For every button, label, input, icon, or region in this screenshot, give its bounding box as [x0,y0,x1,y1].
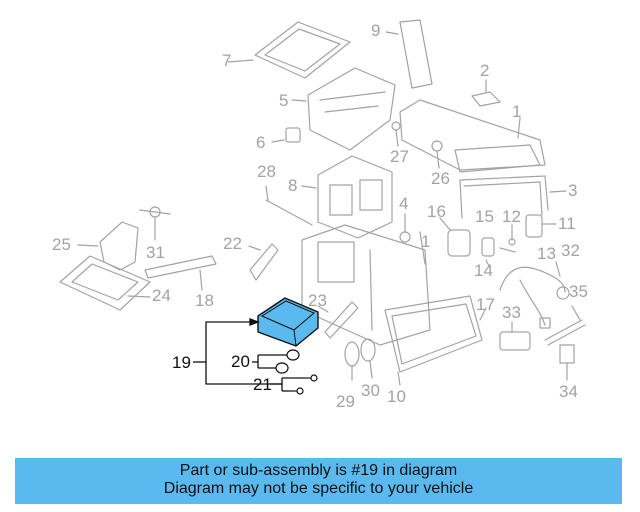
part-8-blower-housing [301,155,393,239]
callout-26: 26 [431,169,450,188]
part-31-screw [139,206,171,241]
part-16-actuator [439,217,471,257]
lower-housing [301,224,431,346]
banner-line-2: Diagram may not be specific to your vehi… [163,480,474,497]
part-14-clip [485,259,491,269]
callout-23: 23 [308,291,327,310]
part-4-screw [399,213,411,243]
callout-2: 2 [480,61,490,80]
part-19-cabin-filter[interactable] [257,297,319,347]
callout-30: 30 [361,381,380,400]
part-11-actuator [525,214,557,238]
part-1-duct [399,99,546,173]
part-35-rod [544,305,586,346]
part-32-harness [499,261,570,329]
leader-lines [193,318,302,392]
part-9-cover [385,19,433,89]
callout-16: 16 [427,202,446,221]
part-33-connector [499,321,531,351]
callout-10: 10 [387,387,406,406]
callout-14: 14 [474,261,493,280]
part-5-upper-housing [291,67,396,151]
part-23-strip [317,301,359,339]
callout-11: 11 [558,214,576,233]
part-15-sensor [481,237,495,257]
part-20-clips [275,349,300,374]
callout-20: 20 [231,352,250,371]
callout-32: 32 [561,241,580,260]
callout-19[interactable]: 19 [172,353,191,372]
part-29-disc [344,341,360,381]
callout-25: 25 [52,235,71,254]
part-28-rod [265,185,313,226]
callout-9: 9 [371,21,381,40]
callout-18: 18 [195,291,214,310]
part-2-bracket [471,79,501,107]
part-6-clip [271,127,301,143]
callout-7: 7 [222,51,232,70]
callout-29: 29 [336,392,355,411]
callout-28: 28 [257,162,276,181]
callout-24: 24 [152,286,171,305]
part-3-frame [459,175,567,219]
part-12-clip [508,224,516,246]
banner-line-1: Part or sub-assembly is #19 in diagram [179,462,458,479]
callout-5: 5 [279,91,289,110]
callout-34: 34 [559,382,578,401]
callout-12: 12 [502,207,521,226]
callout-1: 1 [512,102,522,121]
callout-17: 17 [476,295,495,314]
callout-3: 3 [568,181,578,200]
part-7-panel [227,21,351,79]
part-18-strip [144,255,217,291]
callout-27: 27 [390,147,409,166]
part-27-screw [391,121,401,147]
callout-13: 13 [537,244,556,263]
callout-15: 15 [475,207,494,226]
part-24-tray [59,255,151,311]
callout-21: 21 [253,375,272,394]
part-10-evaporator [384,295,487,386]
part-26-fastener [431,140,443,169]
part-21-screws [289,374,318,395]
part-13-clip [499,247,516,253]
info-banner: Part or sub-assembly is #19 in diagram D… [15,458,622,504]
callout-31: 31 [146,243,165,262]
callout-35: 35 [569,282,588,301]
callout-6: 6 [256,133,266,152]
callout-1: 1 [421,232,431,251]
part-30-disc [360,338,376,379]
callout-8: 8 [288,176,298,195]
part-34-bracket [559,344,575,381]
callout-33: 33 [502,303,521,322]
part-25-bracket [77,221,139,271]
part-22-strip [248,243,279,281]
callout-22: 22 [223,234,242,253]
callout-4: 4 [399,194,409,213]
